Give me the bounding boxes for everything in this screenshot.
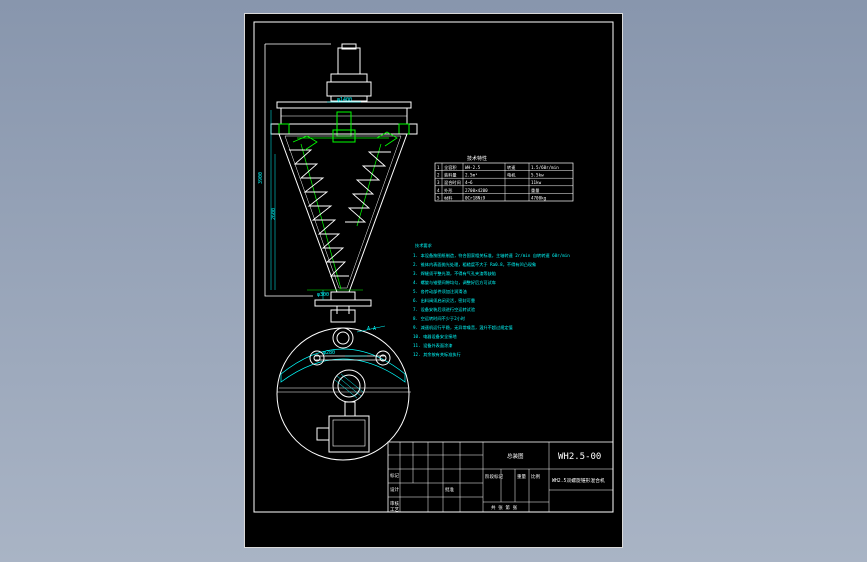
drawing-name: WH2.5双螺旋锥形混合机 <box>552 477 605 484</box>
spec-cell: 4 <box>437 188 440 193</box>
note-line: 8. 空运转时间不少于2小时 <box>413 315 466 322</box>
cad-drawing: 3900 2600 φ1400 φ300 A-A <box>253 21 614 513</box>
drawing-number: WH2.5-00 <box>558 452 601 462</box>
note-line: 5. 各传动部件须加注润滑油 <box>413 288 467 295</box>
spec-cell: 2.5m³ <box>465 173 478 178</box>
tb-label-mark: 标记 <box>390 472 399 479</box>
note-line: 11. 设备外表面涂漆 <box>413 342 452 349</box>
spec-cell: 2700×4200 <box>465 188 488 193</box>
reducer-flange <box>330 73 368 83</box>
spec-cell: 5.5kw <box>531 173 544 178</box>
spec-cell: 1.5/60r/min <box>531 165 559 170</box>
motor-cap <box>341 43 357 50</box>
spec-table: 技术特性 1 全容积 WH-2.5 转速 1.5/60r/min 2 装料量 2… <box>434 155 574 201</box>
inner-border <box>253 21 614 513</box>
tb-label-sheet: 共 张 第 张 <box>491 504 518 511</box>
tb-label-stage: 阶段标记 <box>485 473 503 480</box>
spec-cell: 2 <box>437 173 440 178</box>
spec-cell: 11kw <box>531 180 542 185</box>
motor-body <box>337 47 361 75</box>
spec-cell: 混合时间 <box>444 179 461 186</box>
note-line: 12. 其余按有关标准执行 <box>413 351 461 358</box>
spec-cell: 4700kg <box>531 195 547 200</box>
outlet-box <box>328 415 370 453</box>
note-line: 9. 减速机运行平稳，无异常噪音，温升不超过规定值 <box>413 324 513 331</box>
dim-cone-height: 2600 <box>271 208 277 220</box>
tb-label-process: 工艺 <box>390 507 399 513</box>
note-line: 1. 本设备按图纸制造，符合国家相关标准，主轴转速 2r/min 自转转速 60… <box>413 252 570 259</box>
tb-label-weight: 重量 <box>517 473 526 480</box>
spec-cell: 外形 <box>444 187 453 194</box>
spec-cell: 转速 <box>507 164 516 171</box>
spec-table-title: 技术特性 <box>467 155 487 162</box>
left-screw <box>289 135 349 290</box>
note-line: 4. 螺旋与锥壁间隙均匀，调整好后方可试车 <box>413 279 496 286</box>
note-line: 6. 出料阀须启闭灵活，密封可靠 <box>413 297 475 304</box>
tb-label-design: 设计 <box>390 486 399 493</box>
title-block: 标记 设计 审核 工艺 批准 阶段标记 重量 比例 共 张 第 张 总装图 WH… <box>387 441 614 513</box>
spec-cell: 3 <box>437 180 440 185</box>
reducer-base <box>330 95 368 102</box>
tb-label-approved: 批准 <box>445 486 454 493</box>
tb-label-review: 审核 <box>390 500 399 507</box>
cone-shell <box>278 133 408 293</box>
dim-height-total: 3900 <box>258 172 264 184</box>
spec-cell: 全容积 <box>444 164 457 171</box>
spec-cell: 5 <box>437 195 440 200</box>
note-line: 2. 锥体内表面抛光处理，粗糙度不大于 Ra0.8，不得有凹凸现象 <box>413 261 536 268</box>
gear-reducer <box>326 81 372 97</box>
discharge-valve <box>330 291 356 301</box>
spec-cell: 材料 <box>444 194 453 201</box>
note-line: 7. 设备安装后须进行空运转试验 <box>413 306 476 313</box>
drawing-sheet: 3900 2600 φ1400 φ300 A-A <box>244 13 623 548</box>
top-flange <box>270 123 418 135</box>
plan-view: A-A φ280 <box>276 309 411 461</box>
dim-top: φ1400 <box>337 97 352 103</box>
spec-cell: 1 <box>437 165 440 170</box>
front-view: 3900 2600 φ1400 φ300 <box>258 43 418 314</box>
section-band <box>280 348 406 383</box>
spec-cell: 4~6 <box>465 180 473 185</box>
right-screw <box>345 131 398 227</box>
note-line: 3. 焊缝须平整光滑，不得有气孔夹渣等缺陷 <box>413 270 496 277</box>
hole-label: φ280 <box>323 350 335 356</box>
spec-cell: 电机 <box>507 172 516 179</box>
spec-cell: 重量 <box>531 187 539 194</box>
tb-label-scale: 比例 <box>531 473 540 480</box>
note-line: 10. 电器设备安全接地 <box>413 333 457 340</box>
view-label: 总装图 <box>507 452 524 460</box>
spec-cell: 装料量 <box>444 172 457 179</box>
spec-cell: 0Cr18Ni9 <box>465 195 486 200</box>
spec-cell: WH-2.5 <box>465 165 481 170</box>
technical-notes: 技术要求 1. 本设备按图纸制造，符合国家相关标准，主轴转速 2r/min 自转… <box>413 242 570 358</box>
notes-heading: 技术要求 <box>415 242 433 249</box>
